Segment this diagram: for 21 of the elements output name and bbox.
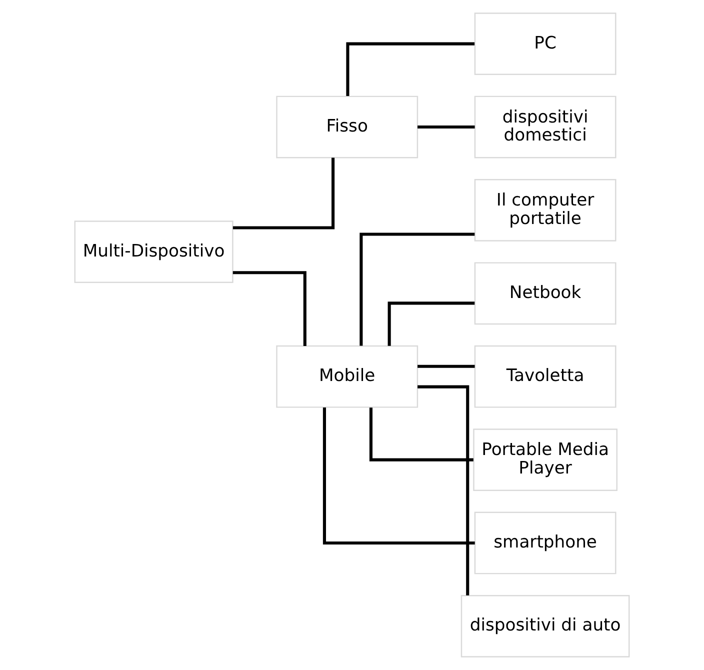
node-box: Il computer portatile	[474, 179, 616, 242]
connector	[388, 302, 475, 346]
node-box: Netbook	[474, 262, 616, 325]
node-box: dispositivi domestici	[474, 96, 616, 158]
connector	[322, 408, 475, 545]
connector	[232, 158, 335, 230]
node-box: PC	[474, 12, 616, 76]
node-box: Mobile	[276, 345, 418, 408]
connector	[418, 385, 470, 596]
connector	[418, 125, 475, 129]
node-box: Fisso	[276, 96, 418, 158]
node-box: smartphone	[474, 512, 616, 574]
connector	[346, 42, 475, 96]
connector	[418, 364, 475, 368]
connector	[360, 232, 475, 346]
node-box: Portable Media Player	[473, 428, 618, 491]
connector	[369, 408, 474, 462]
node-box: Multi-Dispositivo	[74, 220, 234, 283]
node-box: dispositivi di auto	[460, 594, 630, 658]
connector	[232, 271, 306, 346]
node-box: Tavoletta	[474, 345, 616, 408]
